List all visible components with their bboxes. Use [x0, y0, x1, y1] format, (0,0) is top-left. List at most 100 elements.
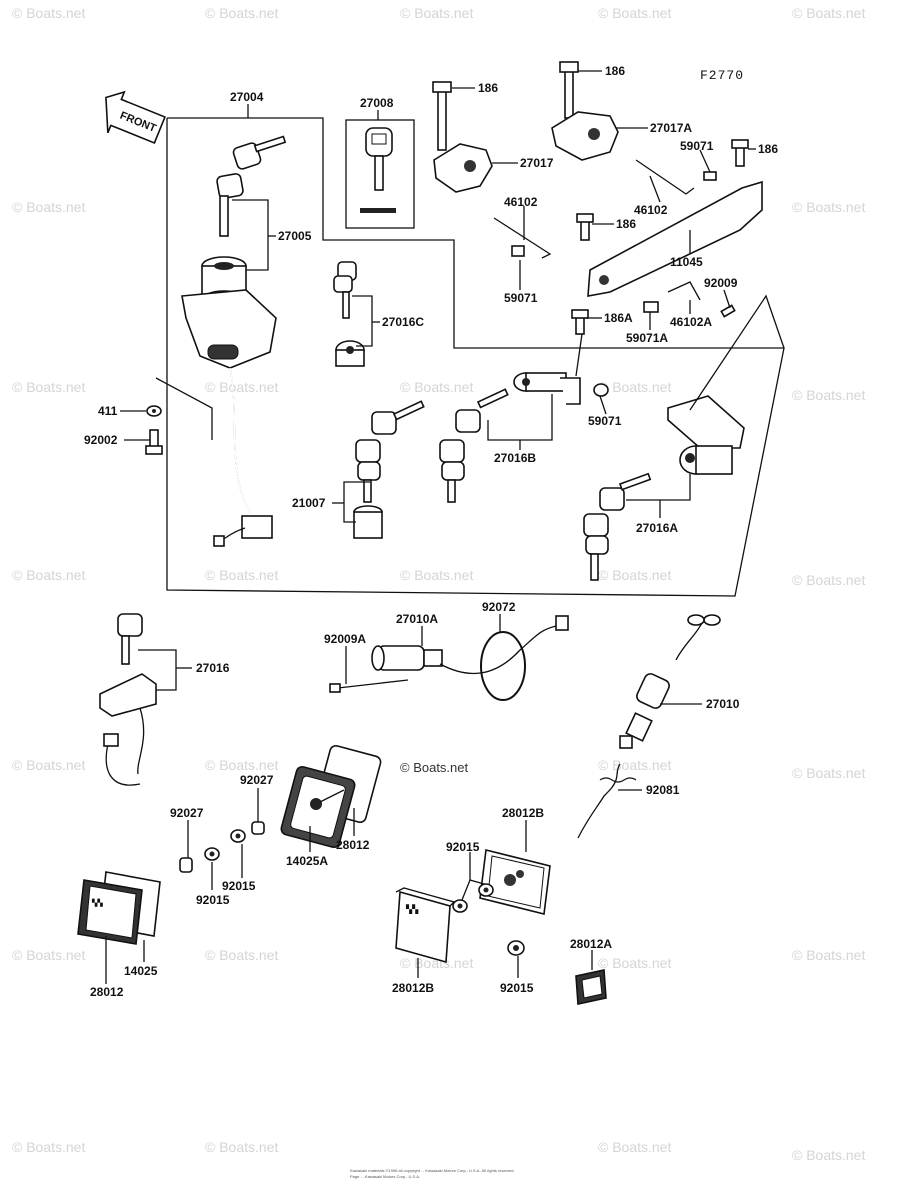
watermark: © Boats.net	[400, 567, 473, 583]
watermark: © Boats.net	[205, 1139, 278, 1155]
spring-92081	[577, 763, 637, 839]
copyright-line: Kawasaki materials ©1996 all copyright .…	[350, 1168, 515, 1173]
switch-27010a	[329, 615, 569, 701]
watermark: © Boats.net	[12, 379, 85, 395]
label-27017a: 27017A	[650, 121, 692, 135]
label-27005: 27005	[278, 229, 312, 243]
watermark: © Boats.net	[792, 1147, 865, 1163]
label-92015: 92015	[446, 840, 480, 854]
label-92015: 92015	[196, 893, 230, 907]
reflector-plate-14025a	[280, 744, 382, 849]
label-28012: 28012	[90, 985, 124, 999]
label-27010a: 27010A	[396, 612, 438, 626]
label-59071: 59071	[680, 139, 714, 153]
reflector-marking: ▚▚	[405, 904, 419, 914]
watermark: © Boats.net	[792, 947, 865, 963]
bolt-92002	[145, 429, 163, 455]
label-28012: 28012	[336, 838, 370, 852]
watermark: © Boats.net	[792, 5, 865, 21]
watermark: © Boats.net	[205, 757, 278, 773]
watermark: © Boats.net	[12, 567, 85, 583]
watermark: © Boats.net	[792, 765, 865, 781]
label-28012b: 28012B	[392, 981, 434, 995]
label-92015: 92015	[222, 879, 256, 893]
label-27017: 27017	[520, 156, 554, 170]
holder-27017	[432, 81, 493, 193]
label-92015: 92015	[500, 981, 534, 995]
watermark: © Boats.net	[12, 1139, 85, 1155]
copyright-line: Page ... Kawasaki Motors Corp., U.S.A.	[350, 1174, 420, 1179]
part-labels: 27004 27008 27005 186 186 27017 27017A 5…	[84, 64, 778, 999]
seat-lock-27016	[99, 613, 157, 786]
watermark: © Boats.net	[792, 572, 865, 588]
label-21007: 21007	[292, 496, 326, 510]
key-set-21007	[353, 400, 425, 539]
label-59071: 59071	[588, 414, 622, 428]
watermark: © Boats.net	[12, 947, 85, 963]
watermark: © Boats.net	[598, 379, 671, 395]
grommet-92015	[452, 883, 525, 956]
watermark: © Boats.net	[205, 567, 278, 583]
watermark: © Boats.net	[400, 379, 473, 395]
label-11045: 11045	[670, 255, 703, 269]
label-186: 186	[605, 64, 625, 78]
label-92009a: 92009A	[324, 632, 366, 646]
front-arrow: FRONT	[105, 90, 166, 145]
label-27016c: 27016C	[382, 315, 424, 329]
label-92009: 92009	[704, 276, 738, 290]
bolt-186	[571, 139, 749, 335]
screw-92009	[720, 304, 736, 318]
watermark: © Boats.net	[598, 567, 671, 583]
label-92072: 92072	[482, 600, 516, 614]
watermark: © Boats.net	[12, 5, 85, 21]
label-92027: 92027	[170, 806, 204, 820]
label-59071a: 59071A	[626, 331, 668, 345]
reflector-marking: ▚▚	[91, 898, 103, 907]
key-set-27016b	[439, 372, 581, 503]
watermark: © Boats.net	[598, 955, 671, 971]
label-59071: 59071	[504, 291, 538, 305]
label-46102: 46102	[634, 203, 668, 217]
watermark: © Boats.net	[205, 5, 278, 21]
label-27016b: 27016B	[494, 451, 536, 465]
watermark: © Boats.net	[598, 757, 671, 773]
label-27016a: 27016A	[636, 521, 678, 535]
label-92002: 92002	[84, 433, 118, 447]
label-92027: 92027	[240, 773, 274, 787]
reflector-28012b-upper	[479, 849, 551, 915]
lock-27016a	[583, 395, 745, 581]
rod-46102	[493, 159, 701, 301]
ignition-switch-27005	[181, 135, 287, 547]
lock-27016c	[333, 261, 365, 367]
washer-411	[146, 405, 162, 417]
holder-27017a	[551, 61, 619, 161]
label-14025: 14025	[124, 964, 158, 978]
watermark: © Boats.net	[205, 947, 278, 963]
label-28012b: 28012B	[502, 806, 544, 820]
clip-59071	[593, 383, 609, 397]
bracket-11045	[587, 180, 763, 297]
center-credit: © Boats.net	[400, 760, 469, 775]
label-46102: 46102	[504, 195, 538, 209]
watermark: © Boats.net	[12, 199, 85, 215]
label-186: 186	[478, 81, 498, 95]
watermark: © Boats.net	[598, 5, 671, 21]
watermark: © Boats.net	[598, 1139, 671, 1155]
reflector-14025: ▚▚	[77, 871, 161, 945]
label-27004: 27004	[230, 90, 264, 104]
figure-code: F2770	[700, 68, 744, 83]
switch-27010	[619, 614, 721, 749]
label-27010: 27010	[706, 697, 740, 711]
kit-outline	[166, 117, 785, 597]
label-27016: 27016	[196, 661, 230, 675]
clip-59071-small	[511, 171, 717, 313]
label-92081: 92081	[646, 783, 680, 797]
label-46102a: 46102A	[670, 315, 712, 329]
reflector-28012a	[575, 969, 607, 1005]
label-14025a: 14025A	[286, 854, 328, 868]
watermark: © Boats.net	[12, 757, 85, 773]
label-186: 186	[758, 142, 778, 156]
label-186: 186	[616, 217, 636, 231]
label-411: 411	[98, 404, 118, 418]
